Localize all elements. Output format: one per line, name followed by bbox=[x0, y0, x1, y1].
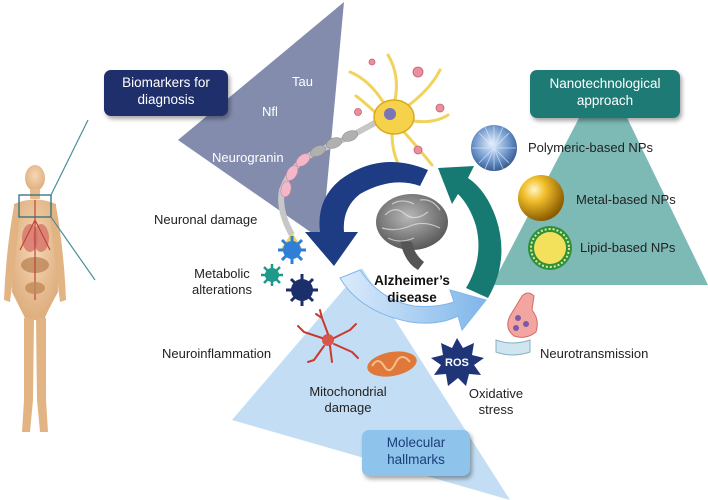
biomarkers-title-line1: Biomarkers for bbox=[122, 75, 210, 90]
polymeric-np-icon bbox=[471, 125, 517, 171]
np-lipid-label: Lipid-based NPs bbox=[580, 240, 676, 255]
mitochondrial-damage-label: Mitochondrial damage bbox=[300, 384, 396, 416]
mito-line1: Mitochondrial bbox=[309, 384, 387, 399]
virus-icon-blue bbox=[278, 236, 306, 264]
dark-blue-arrow bbox=[305, 162, 428, 266]
brain-icon bbox=[376, 194, 448, 270]
center-line2: disease bbox=[387, 290, 437, 305]
lipid-np-icon bbox=[528, 226, 572, 270]
neuron-icon bbox=[278, 53, 450, 258]
human-body-icon bbox=[4, 165, 66, 432]
metabolic-alterations-label: Metabolic alterations bbox=[182, 266, 262, 298]
mito-line2: damage bbox=[324, 400, 372, 415]
ros-burst-icon bbox=[431, 338, 484, 386]
oxidative-stress-label: Oxidative stress bbox=[462, 386, 530, 418]
nanotech-title-box: Nanotechnological approach bbox=[530, 70, 680, 118]
np-polymeric-label: Polymeric-based NPs bbox=[528, 140, 653, 155]
metal-np-icon bbox=[518, 175, 564, 221]
nanotech-title-line1: Nanotechnological bbox=[549, 76, 661, 91]
molecular-title-line1: Molecular bbox=[386, 435, 446, 450]
ros-label: ROS bbox=[445, 357, 469, 369]
biomarkers-triangle bbox=[178, 2, 344, 240]
virus-icon-teal bbox=[261, 264, 283, 286]
nanotech-title-line2: approach bbox=[576, 93, 634, 108]
mitochondria-icon bbox=[367, 351, 417, 377]
biomarkers-title-line2: diagnosis bbox=[137, 92, 195, 107]
metabolic-line2: alterations bbox=[192, 282, 252, 297]
biomarker-tau: Tau bbox=[292, 74, 313, 89]
brain-zoom-box bbox=[18, 194, 52, 218]
oxidative-line1: Oxidative bbox=[468, 386, 524, 401]
neuronal-damage-label: Neuronal damage bbox=[154, 212, 258, 227]
synapse-icon bbox=[495, 292, 538, 356]
biomarkers-title-box: Biomarkers for diagnosis bbox=[104, 70, 228, 116]
neurotransmission-label: Neurotransmission bbox=[540, 346, 649, 361]
biomarker-neurogranin: Neurogranin bbox=[212, 150, 284, 165]
metabolic-line1: Metabolic bbox=[194, 266, 250, 281]
alzheimers-disease-label: Alzheimer’s disease bbox=[366, 272, 458, 306]
light-blue-arrow bbox=[339, 269, 487, 332]
zoom-line-bottom bbox=[50, 216, 96, 281]
molecular-hallmarks-box: Molecular hallmarks bbox=[362, 430, 470, 476]
molecular-title-line2: hallmarks bbox=[387, 452, 445, 467]
oxidative-line2: stress bbox=[478, 402, 514, 417]
biomarker-abeta: Aβ bbox=[340, 54, 357, 69]
center-line1: Alzheimer’s bbox=[374, 273, 450, 288]
np-metal-label: Metal-based NPs bbox=[576, 192, 676, 207]
teal-arrow bbox=[438, 166, 502, 298]
virus-icon-navy bbox=[286, 274, 318, 306]
neuroinflammation-label: Neuroinflammation bbox=[162, 346, 272, 361]
microglia-icon bbox=[297, 309, 359, 363]
biomarker-nfl: Nfl bbox=[262, 104, 278, 119]
zoom-line-top bbox=[50, 119, 89, 196]
